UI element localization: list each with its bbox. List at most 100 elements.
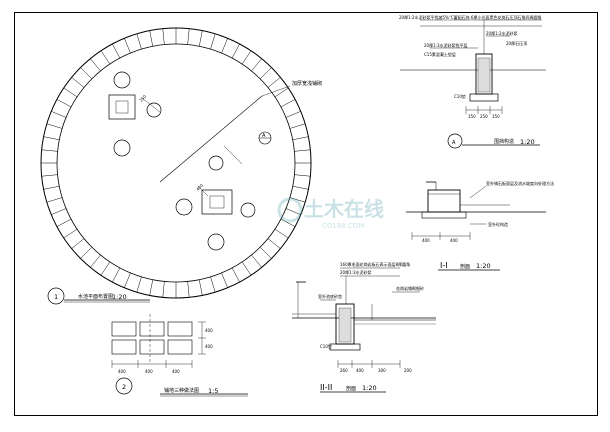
plan-title: 水池平面布置图 [78, 293, 113, 300]
ring-segment-joint [267, 238, 281, 249]
detail-a-base-label: C10垫 [454, 93, 466, 99]
detail-a [400, 19, 546, 149]
ring-segment-joint [231, 43, 240, 59]
detail-a-dim: 250 [480, 114, 488, 119]
ring-segment-joint [198, 30, 203, 47]
ring-segment-joint [41, 174, 58, 177]
ring-segment-joint [80, 67, 93, 80]
plan-dim-line [141, 97, 161, 113]
ring-segment-joint [221, 272, 228, 288]
curb-base [469, 93, 499, 102]
section-1-subtitle: 剖面 [460, 263, 470, 270]
section-2-note: 花岗岩铺砌细砂 [396, 285, 424, 291]
ring-segment-joint [56, 218, 72, 227]
watermark-logo-icon [277, 197, 303, 223]
drawing-number-circle [47, 287, 65, 305]
ring-segment-joint [149, 279, 154, 296]
feature-circle [113, 71, 131, 89]
ring-segment-joint [46, 197, 63, 203]
ring-segment-joint [90, 254, 101, 268]
ring-segment-joint [100, 261, 111, 276]
ring-segment-joint [187, 28, 190, 45]
section-2-note: 室外池底砂垫 [318, 293, 342, 299]
feature-circle [175, 198, 193, 216]
ring-segment-joint [112, 43, 121, 59]
section-1-title: I-I [440, 261, 448, 270]
detail-2-side-dim: 400 [205, 344, 213, 349]
ring-segment-joint [231, 267, 240, 283]
ring-segment-joint [46, 123, 63, 129]
detail-a-note: 20厚1:3水泥砂浆找平层 [424, 42, 468, 48]
ring-segment-joint [259, 246, 272, 259]
detail-a-note: 20厚1:2水泥砂浆平找坡5%°C蓄配石饰 6厚小光面黑色花岗石压顶石角四周圆角 [399, 14, 541, 20]
section-base [421, 211, 467, 219]
detail-a-note: C15素混凝土垫层 [424, 51, 456, 57]
detail-2-side-dim: 400 [205, 328, 213, 333]
ring-segment-joint [41, 149, 58, 152]
drawing-number: 1 [54, 293, 58, 301]
section-2-dim: 200 [404, 368, 412, 373]
ring-segment-joint [63, 87, 78, 98]
ring-segment-joint [292, 136, 309, 141]
ring-segment-joint [289, 197, 306, 203]
wall-hatch [338, 307, 352, 343]
ring-segment-joint [294, 149, 311, 152]
section-block [427, 189, 461, 213]
paving-unit [111, 321, 137, 337]
detail-a-dim: 150 [492, 114, 500, 119]
section-2-note: 20厚1:3水泥砂浆 [340, 269, 372, 275]
ring-segment-joint [162, 281, 165, 298]
watermark: 土木在线 CO188.COM [277, 197, 384, 230]
ring-segment-joint [289, 123, 306, 129]
section-1-dim: 400 [422, 238, 430, 243]
ring-segment-joint [124, 272, 131, 288]
circular-plan [40, 27, 312, 299]
ring-segment-joint [285, 208, 301, 215]
ring-segment-joint [112, 267, 121, 283]
lower-planter [201, 189, 233, 215]
ring-segment-joint [162, 28, 165, 45]
ring-segment-joint [124, 38, 131, 54]
ring-segment-joint [149, 30, 154, 47]
paving-unit [167, 339, 193, 355]
upper-planter [108, 94, 136, 120]
ring-segment-joint [210, 276, 216, 293]
detail-a-scale: 1:20 [520, 138, 535, 146]
section-2-scale: 1:20 [362, 384, 377, 392]
feature-circle [146, 102, 162, 118]
ring-segment-joint [71, 238, 85, 249]
plan-dim-label: 250 [138, 93, 147, 102]
ring-segment-joint [210, 33, 216, 50]
drawing-number-circle [115, 377, 133, 395]
detail-a-note: 20厚1:2水泥砂浆 [486, 30, 518, 36]
section-2-dim: 260 [340, 368, 348, 373]
ring-segment-joint [43, 185, 60, 190]
ring-segment-joint [251, 58, 262, 72]
ring-segment-joint [136, 33, 142, 50]
feature-circle [207, 233, 225, 251]
ring-segment-joint [71, 77, 85, 88]
plan-title-block [47, 287, 150, 305]
wall-base [329, 343, 361, 351]
lower-planter-grid [209, 195, 225, 209]
ring-segment-joint [221, 38, 228, 54]
ring-segment-joint [63, 228, 78, 239]
detail-2-dim: 400 [172, 369, 180, 374]
curb-hatch [477, 57, 491, 93]
ring-segment-joint [274, 228, 289, 239]
section-1 [406, 181, 546, 271]
section-2-subtitle: 剖面 [346, 385, 356, 392]
detail-a-note: 20厚石压顶 [506, 41, 527, 46]
section-2-note: 160厚毛面花岗岩板石表示面层8厚圆角 [340, 261, 410, 267]
ring-segments [41, 28, 311, 298]
section-1-scale: 1:20 [476, 262, 491, 270]
paving-unit [167, 321, 193, 337]
ring-segment-joint [251, 254, 262, 268]
paving-unit [139, 339, 165, 355]
inner-ring [56, 43, 296, 283]
ring-segment-joint [51, 111, 67, 118]
note-leader [469, 185, 487, 199]
ring-segment-joint [274, 87, 289, 98]
ring-segment-joint [241, 261, 252, 276]
